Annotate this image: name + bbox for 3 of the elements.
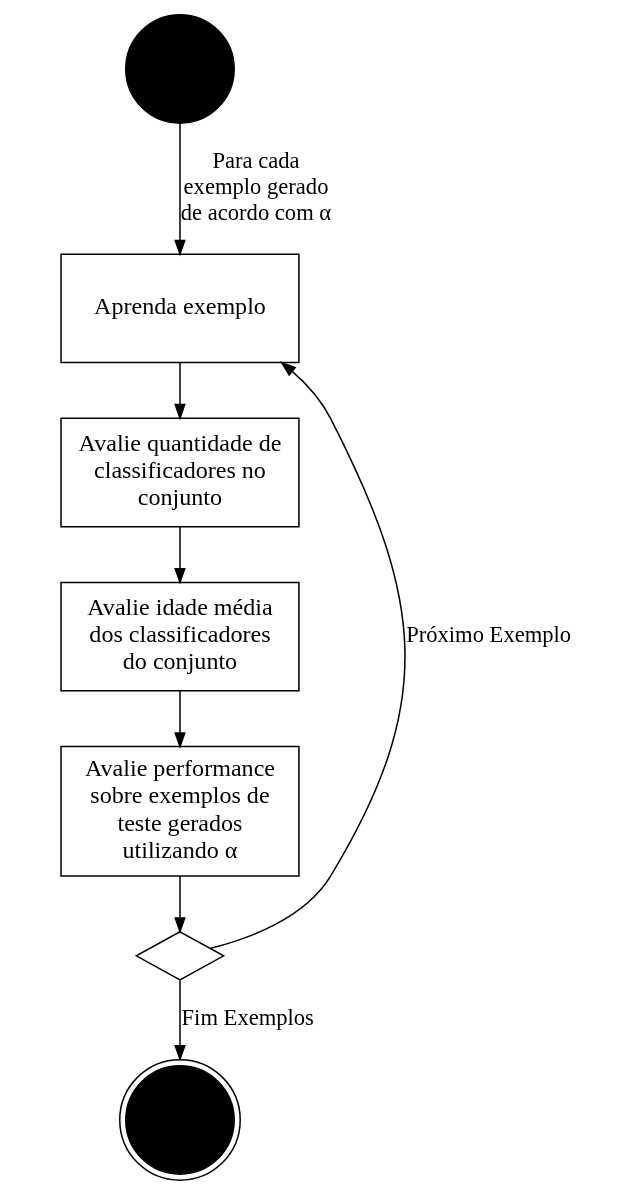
edge-label: Fim Exemplos: [181, 1005, 314, 1031]
edge-label: Próximo Exemplo: [405, 621, 571, 647]
edge-label: Para cada exemplo gerado de acordo com α: [180, 148, 331, 225]
